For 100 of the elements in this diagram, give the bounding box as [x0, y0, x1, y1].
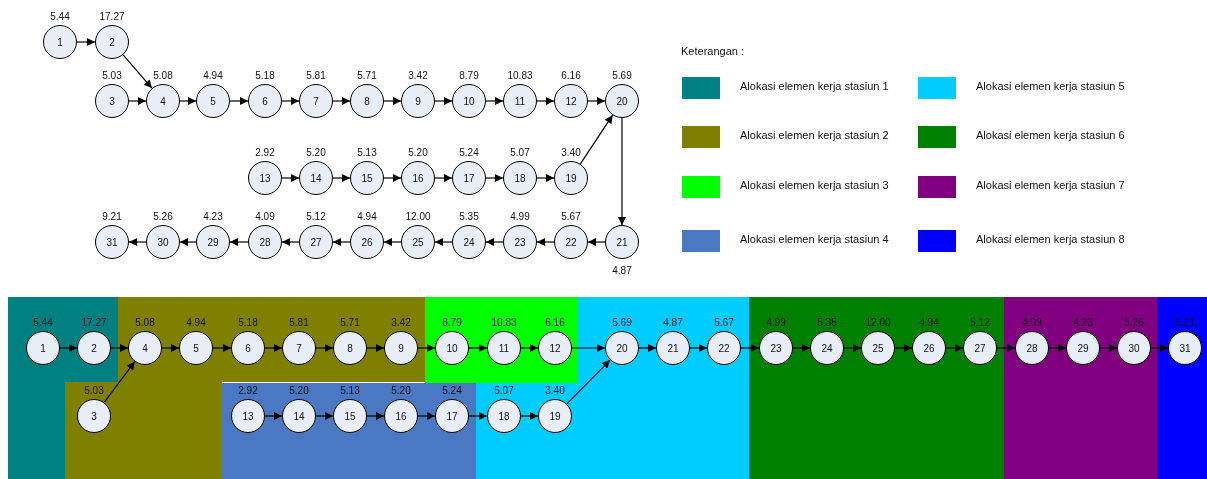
arrow — [945, 344, 964, 352]
node-circle: 25 — [401, 225, 435, 259]
arrow — [638, 344, 657, 352]
arrow — [1099, 344, 1118, 352]
legend-text: Alokasi elemen kerja stasiun 3 — [740, 179, 889, 191]
arrow — [996, 344, 1016, 352]
arrow — [536, 97, 555, 105]
node-circle: 8 — [350, 84, 384, 118]
legend-text: Alokasi elemen kerja stasiun 7 — [976, 179, 1125, 191]
time-label: 5.26 — [153, 210, 173, 222]
arrow — [332, 238, 351, 246]
time-label: 2.92 — [238, 384, 258, 396]
node-circle: 7 — [299, 84, 333, 118]
node-circle: 9 — [401, 84, 435, 118]
arrow — [434, 97, 453, 105]
arrow — [571, 344, 606, 352]
time-label: 4.94 — [203, 69, 223, 81]
time-label: 4.23 — [203, 210, 223, 222]
legend-text: Alokasi elemen kerja stasiun 2 — [740, 129, 889, 141]
arrow — [1048, 344, 1067, 352]
time-label: 5.71 — [357, 69, 377, 81]
arrow — [315, 412, 334, 420]
node-circle: 26 — [350, 225, 384, 259]
time-label: 3.42 — [391, 316, 411, 328]
arrow — [212, 344, 232, 352]
arrow — [281, 174, 300, 182]
time-label: 5.67 — [714, 316, 734, 328]
station-area — [476, 297, 749, 479]
legend-text: Alokasi elemen kerja stasiun 1 — [740, 80, 889, 92]
time-label: 5.24 — [459, 146, 479, 158]
arrow — [468, 344, 488, 352]
time-label: 17.27 — [99, 10, 125, 22]
arrow — [587, 97, 606, 105]
legend-text: Alokasi elemen kerja stasiun 8 — [976, 233, 1125, 245]
time-label: 4.94 — [357, 210, 377, 222]
arrow — [264, 344, 283, 352]
arrow — [417, 344, 436, 352]
arrow — [894, 344, 913, 352]
station-area — [749, 297, 1004, 479]
legend-text: Alokasi elemen kerja stasiun 5 — [976, 80, 1125, 92]
time-label: 5.03 — [84, 384, 104, 396]
time-label: 12.00 — [865, 316, 891, 328]
time-label: 6.16 — [545, 316, 565, 328]
station-area — [425, 297, 577, 383]
arrow — [485, 174, 504, 182]
time-label: 5.20 — [391, 384, 411, 396]
time-label: 2.92 — [255, 146, 275, 158]
time-label: 4.87 — [663, 316, 683, 328]
arrow — [383, 174, 402, 182]
arrow — [128, 97, 147, 105]
time-label: 5.67 — [561, 210, 581, 222]
time-label: 4.87 — [612, 264, 632, 276]
node-circle: 20 — [605, 84, 639, 118]
time-label: 17.27 — [81, 316, 107, 328]
node-circle: 31 — [95, 225, 129, 259]
arrow — [566, 359, 611, 405]
arrow — [332, 174, 351, 182]
station-area — [222, 383, 476, 479]
node-circle: 18 — [503, 161, 537, 195]
arrow — [229, 238, 249, 246]
time-label: 5.13 — [357, 146, 377, 158]
time-label: 5.12 — [306, 210, 326, 222]
node-circle: 5 — [196, 84, 230, 118]
station-area — [1157, 297, 1207, 479]
time-label: 5.07 — [494, 384, 514, 396]
time-label: 4.94 — [919, 316, 939, 328]
arrow — [332, 97, 351, 105]
node-circle: 12 — [554, 84, 588, 118]
node-circle: 11 — [503, 84, 537, 118]
legend-heading: Keterangan : — [681, 45, 744, 57]
arrow — [536, 238, 555, 246]
time-label: 5.44 — [50, 10, 70, 22]
time-label: 5.35 — [459, 210, 479, 222]
time-label: 5.18 — [255, 69, 275, 81]
time-label: 3.40 — [545, 384, 565, 396]
time-label: 4.09 — [255, 210, 275, 222]
node-circle: 17 — [452, 161, 486, 195]
arrow — [434, 238, 453, 246]
time-label: 8.79 — [459, 69, 479, 81]
time-label: 5.20 — [408, 146, 428, 158]
time-label: 5.81 — [306, 69, 326, 81]
node-circle: 19 — [554, 161, 588, 195]
arrow — [579, 114, 614, 165]
time-label: 5.08 — [135, 316, 155, 328]
legend-text: Alokasi elemen kerja stasiun 6 — [976, 129, 1125, 141]
time-label: 5.71 — [340, 316, 360, 328]
arrow — [383, 97, 402, 105]
arrow — [103, 361, 136, 403]
node-circle: 13 — [248, 161, 282, 195]
arrow — [843, 344, 862, 352]
time-label: 5.69 — [612, 316, 632, 328]
time-label: 5.07 — [510, 146, 530, 158]
arrow — [366, 412, 385, 420]
arrow — [383, 238, 402, 246]
arrow — [468, 412, 488, 420]
time-label: 5.12 — [970, 316, 990, 328]
time-label: 3.42 — [408, 69, 428, 81]
arrow — [417, 412, 436, 420]
arrow — [520, 344, 539, 352]
station-area — [1004, 297, 1157, 479]
